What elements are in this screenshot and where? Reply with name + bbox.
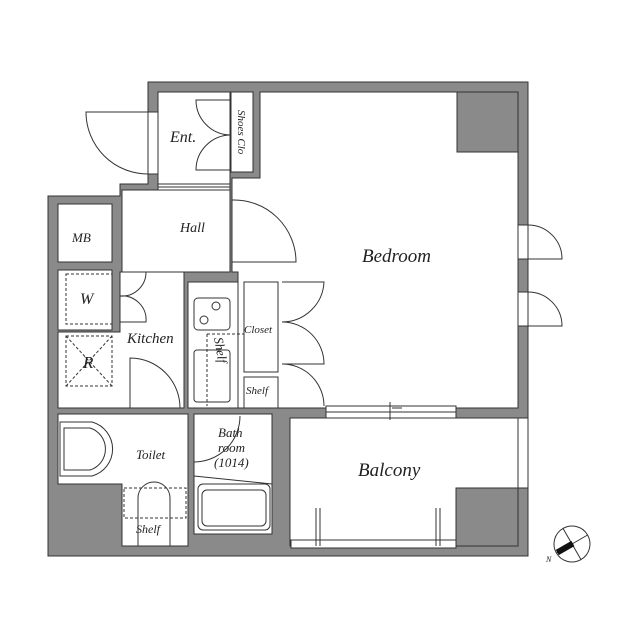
kitchen-room [57, 271, 185, 409]
entrance-room [157, 91, 231, 185]
washer-door-lower [119, 295, 147, 323]
hall-room [121, 189, 231, 273]
closet-room [243, 281, 279, 373]
stove [193, 297, 231, 331]
room-labels: Ent. Shoes Clo Hall MB W R Kitchen Shelf… [71, 110, 431, 536]
label-toilet: Toilet [136, 447, 166, 462]
shoes-door-lower [195, 134, 232, 171]
label-closet: Closet [244, 324, 273, 336]
shoes-closet [230, 91, 254, 173]
window-door-2 [527, 291, 563, 327]
doors [85, 99, 563, 463]
washer-pan [65, 273, 113, 325]
label-hall: Hall [179, 221, 205, 236]
label-shoes-closet: Shoes Clo [235, 110, 247, 155]
toilet-basin [59, 421, 114, 477]
closet-door-1 [281, 281, 325, 323]
window-door-1 [527, 224, 563, 260]
label-balcony: Balcony [358, 460, 421, 481]
label-bathroom-3: (1014) [214, 455, 249, 470]
label-bedroom: Bedroom [362, 246, 431, 267]
sink [193, 349, 231, 403]
bath-door [193, 415, 241, 463]
closet-door-2 [281, 321, 325, 365]
entrance-door [85, 111, 149, 175]
pillar-ne [456, 91, 519, 153]
mb-room [57, 203, 113, 263]
label-bathroom-1: Bath [218, 425, 243, 440]
kitchen-door [129, 357, 181, 409]
label-toilet-shelf: Shelf [136, 522, 162, 536]
label-closet-shelf: Shelf [246, 385, 270, 397]
closet-shelf-room [243, 376, 279, 409]
compass [553, 525, 591, 563]
label-kitchen-shelf: Shelf [211, 336, 231, 367]
label-kitchen: Kitchen [126, 331, 174, 347]
bathroom-room [193, 413, 273, 535]
closet-door-3 [281, 363, 325, 407]
bathtub [197, 483, 271, 531]
label-washer: W [80, 291, 95, 308]
pillar-se [455, 487, 519, 547]
label-entrance: Ent. [169, 129, 196, 146]
label-refrigerator: R [82, 353, 94, 372]
openings [147, 111, 529, 549]
toilet-bowl [137, 481, 171, 546]
bedroom-door [231, 199, 297, 263]
washer-room [57, 269, 113, 331]
shoes-door-upper [195, 99, 232, 136]
compass-north-label: N [545, 555, 552, 564]
toilet-room [57, 413, 189, 547]
label-bathroom-2: room [218, 440, 245, 455]
room-interiors [57, 91, 519, 547]
fixtures [59, 273, 273, 546]
fridge-space [65, 335, 113, 387]
label-mb: MB [71, 230, 91, 245]
